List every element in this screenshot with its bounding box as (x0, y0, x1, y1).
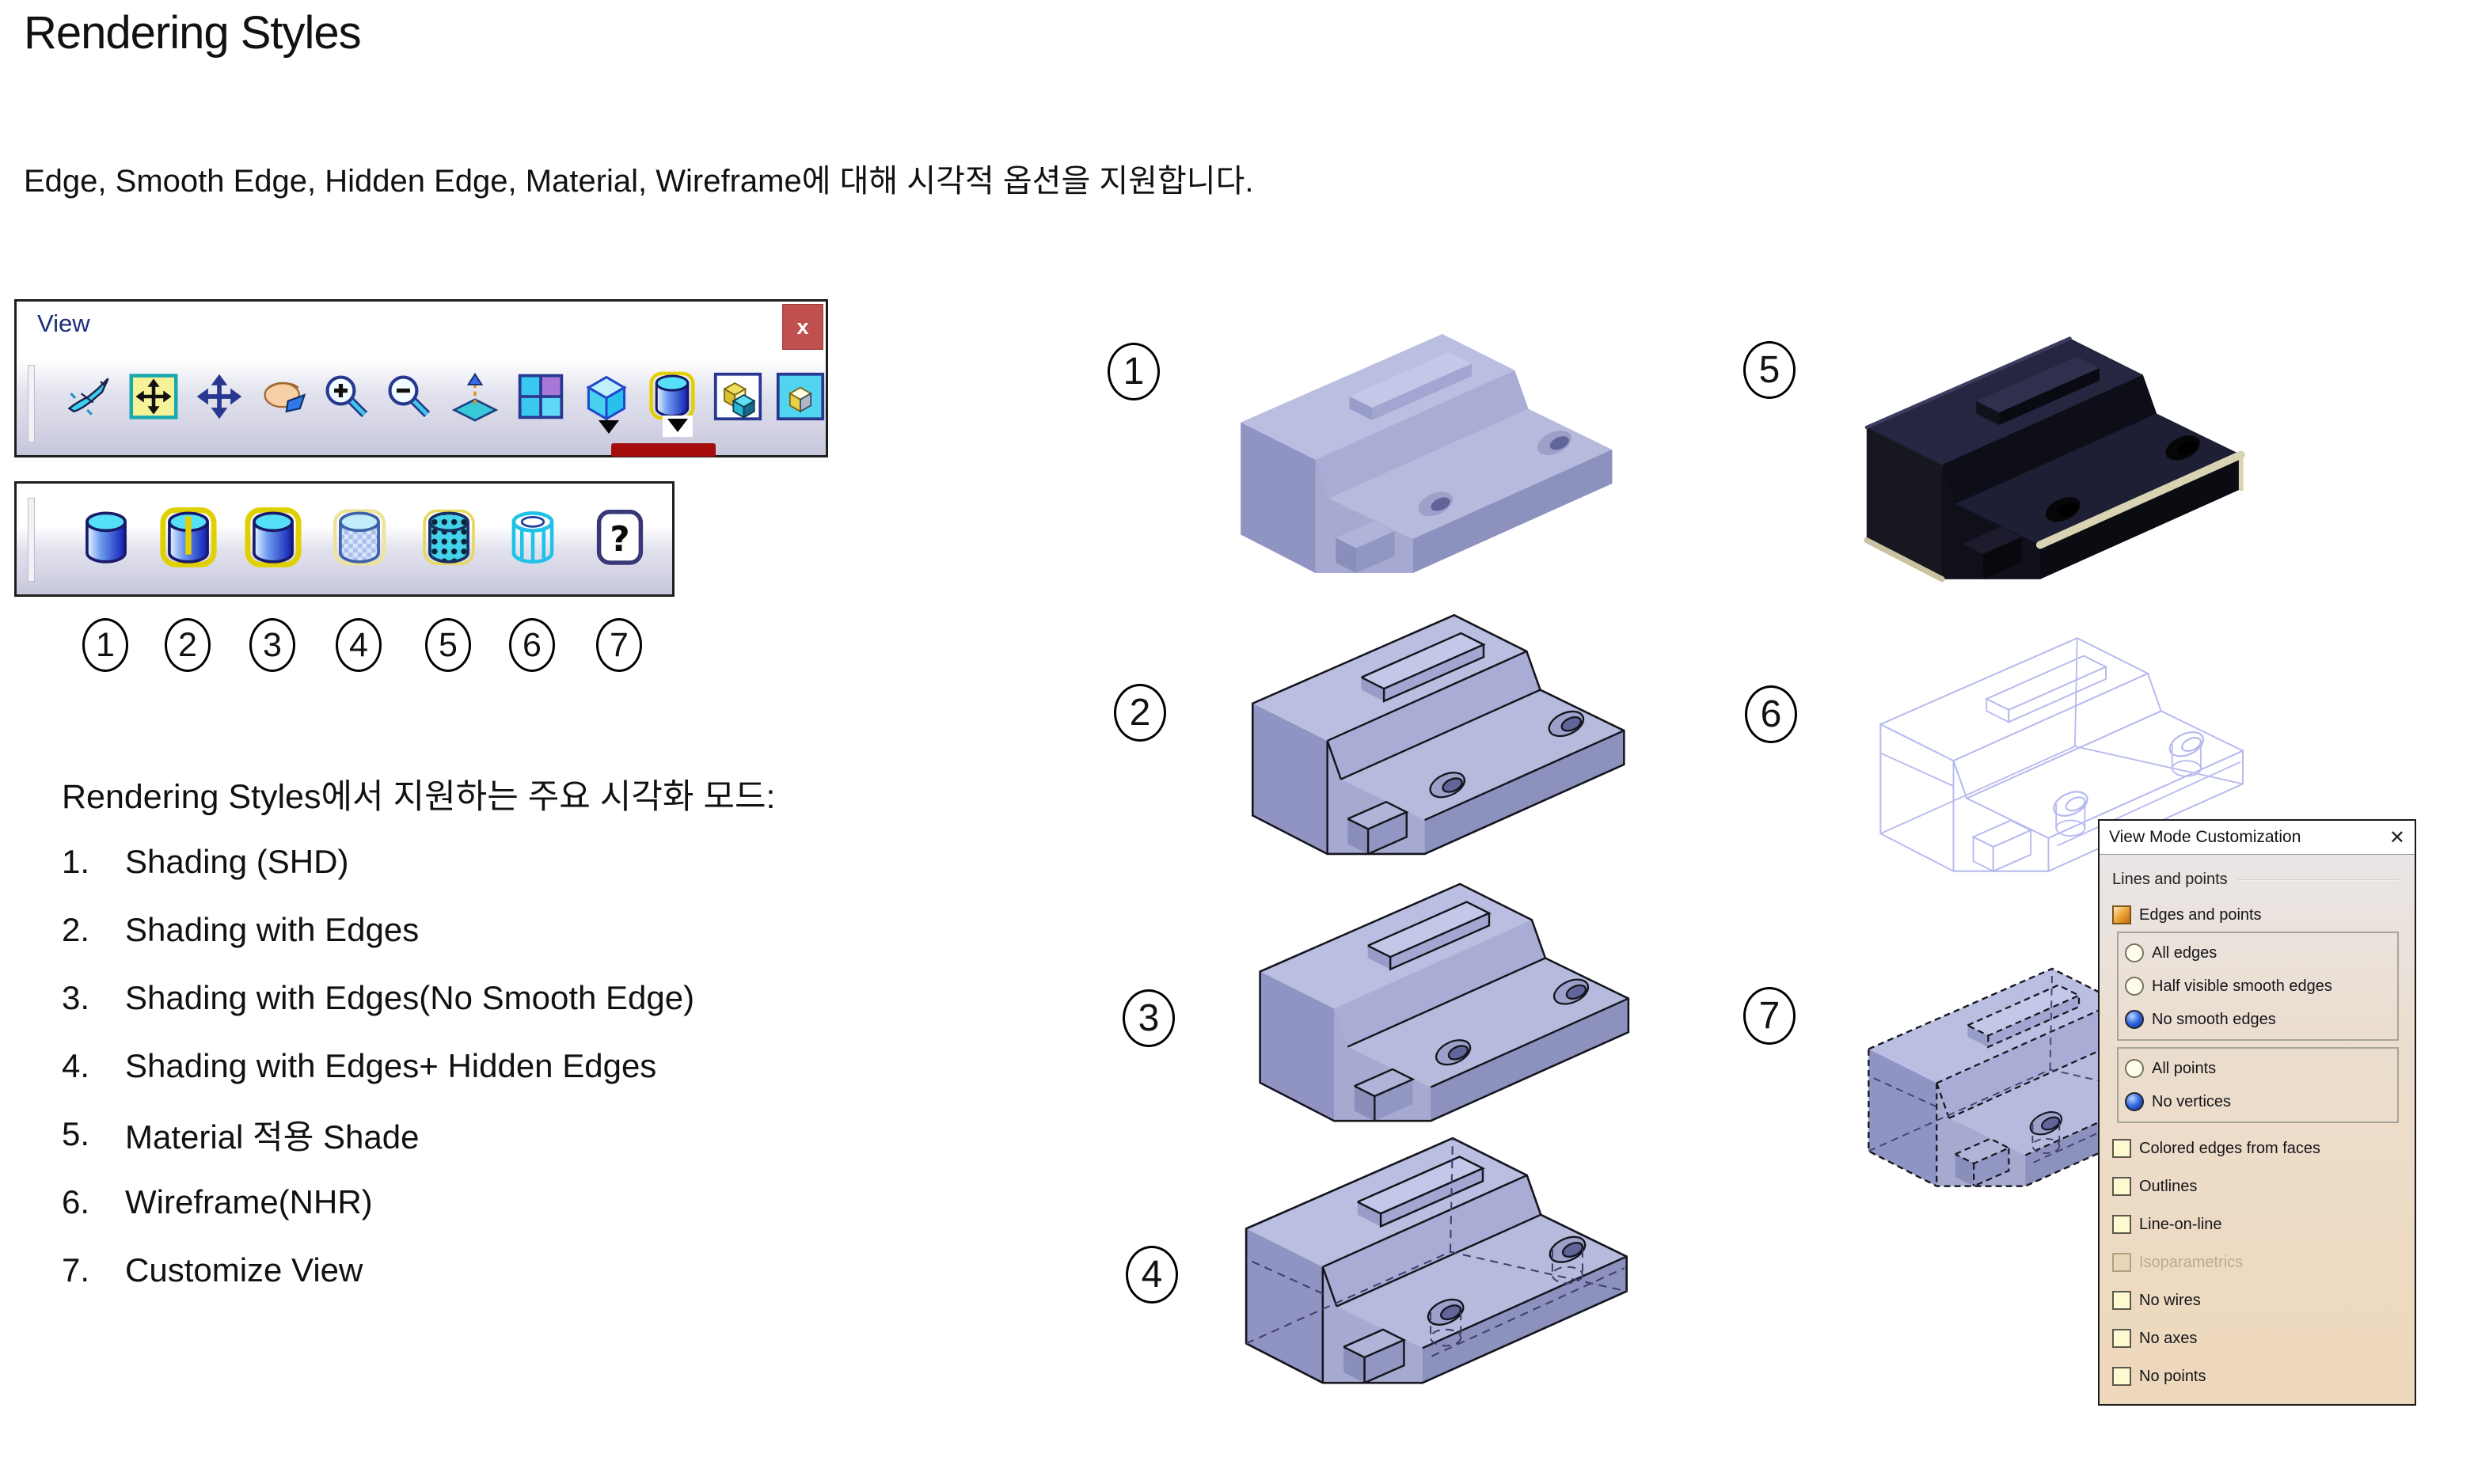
modes-list: 1.Shading (SHD) 2.Shading with Edges 3.S… (62, 828, 694, 1304)
fly-mode-icon[interactable] (63, 371, 114, 422)
svg-text:?: ? (610, 520, 629, 560)
zoom-in-icon[interactable] (321, 371, 372, 422)
edges-and-points-checkbox[interactable] (2112, 905, 2131, 924)
model-render-hidden-edges (1184, 1108, 1682, 1444)
model-callout: 4 (1126, 1246, 1178, 1304)
list-item: 3.Shading with Edges(No Smooth Edge) (62, 979, 695, 1016)
model-callout: 6 (1745, 685, 1797, 743)
modes-heading: Rendering Styles에서 지원하는 주요 시각화 모드: (62, 778, 776, 816)
list-item: 5.Material 적용 Shade (62, 1115, 420, 1156)
shading-edges-icon[interactable] (159, 507, 218, 569)
render-style-icon[interactable] (647, 371, 697, 422)
model-callout: 7 (1743, 987, 1796, 1045)
hide-show-icon[interactable] (713, 371, 763, 422)
lines-and-points-section: Lines and points (2112, 871, 2404, 889)
callout-number: 1 (82, 618, 128, 672)
dialog-close-icon[interactable]: ✕ (2388, 826, 2405, 848)
half-visible-smooth-edges-radio[interactable] (2125, 977, 2144, 996)
model-callout: 1 (1108, 343, 1160, 400)
model-render-shading (1180, 305, 1666, 633)
model-render-no-smooth (1199, 855, 1682, 1180)
no-points-checkbox[interactable] (2112, 1367, 2131, 1386)
callout-number: 6 (509, 618, 555, 672)
no-axes-checkbox[interactable] (2112, 1329, 2131, 1348)
page-subtitle: Edge, Smooth Edge, Hidden Edge, Material… (24, 164, 1254, 199)
shading-hidden-edges-icon[interactable] (330, 507, 389, 569)
model-callout: 2 (1114, 684, 1166, 742)
close-icon[interactable]: x (782, 304, 823, 350)
no-wires-checkbox[interactable] (2112, 1291, 2131, 1310)
callout-number: 3 (249, 618, 295, 672)
list-item: 6.Wireframe(NHR) (62, 1183, 373, 1220)
shading-icon[interactable] (77, 507, 135, 569)
page-title: Rendering Styles (24, 7, 362, 59)
toolbar-grip[interactable] (28, 498, 35, 582)
view-mode-customization-dialog: View Mode Customization ✕ Lines and poin… (2098, 819, 2416, 1406)
material-shade-icon[interactable] (420, 507, 478, 569)
swap-visible-space-icon[interactable] (775, 371, 826, 422)
edge-options-group: All edges Half visible smooth edges No s… (2117, 932, 2399, 1041)
model-render-material (1805, 309, 2296, 640)
callout-number: 2 (165, 618, 211, 672)
red-underline-marker (611, 443, 716, 457)
list-item: 2.Shading with Edges (62, 911, 420, 948)
view-toolbar: View x (14, 299, 828, 457)
outlines-checkbox[interactable] (2112, 1177, 2131, 1196)
callout-number: 4 (336, 618, 382, 672)
model-render-wireframe (1821, 609, 2296, 930)
callout-number: 7 (596, 618, 642, 672)
section-rule (2236, 879, 2399, 881)
customize-view-icon[interactable]: ? (591, 507, 649, 569)
dialog-titlebar[interactable]: View Mode Customization ✕ (2100, 821, 2415, 855)
multi-view-icon[interactable] (515, 371, 566, 422)
no-vertices-radio[interactable] (2125, 1092, 2144, 1111)
toolbar-grip[interactable] (28, 365, 35, 442)
model-callout: 3 (1123, 989, 1175, 1047)
isoparametrics-checkbox[interactable] (2112, 1253, 2131, 1272)
callout-number: 5 (425, 618, 471, 672)
colored-edges-checkbox[interactable] (2112, 1139, 2131, 1158)
render-styles-toolbar: ? (14, 481, 675, 597)
point-options-group: All points No vertices (2117, 1047, 2399, 1123)
dialog-title: View Mode Customization (2109, 828, 2301, 846)
all-points-radio[interactable] (2125, 1059, 2144, 1078)
shading-edges-nosmooth-icon[interactable] (244, 507, 302, 569)
edges-and-points-row: Edges and points (2112, 898, 2404, 932)
model-callout: 5 (1743, 341, 1796, 399)
all-edges-radio[interactable] (2125, 943, 2144, 962)
no-smooth-edges-radio[interactable] (2125, 1010, 2144, 1029)
list-item: 7.Customize View (62, 1251, 363, 1289)
pan-icon[interactable] (194, 371, 245, 422)
dropdown-arrow-icon[interactable] (599, 420, 619, 434)
rotate-icon[interactable] (260, 371, 310, 422)
wireframe-icon[interactable] (504, 507, 562, 569)
zoom-out-icon[interactable] (384, 371, 435, 422)
list-item: 1.Shading (SHD) (62, 843, 349, 880)
dropdown-arrow-icon[interactable] (667, 419, 688, 432)
line-on-line-checkbox[interactable] (2112, 1215, 2131, 1234)
fit-all-icon[interactable] (128, 371, 179, 422)
view-toolbar-title: View (37, 309, 90, 337)
list-item: 4.Shading with Edges+ Hidden Edges (62, 1047, 657, 1084)
normal-view-icon[interactable] (450, 371, 500, 422)
isometric-view-icon[interactable] (581, 371, 632, 422)
model-render-shading-edges (1191, 586, 1678, 914)
